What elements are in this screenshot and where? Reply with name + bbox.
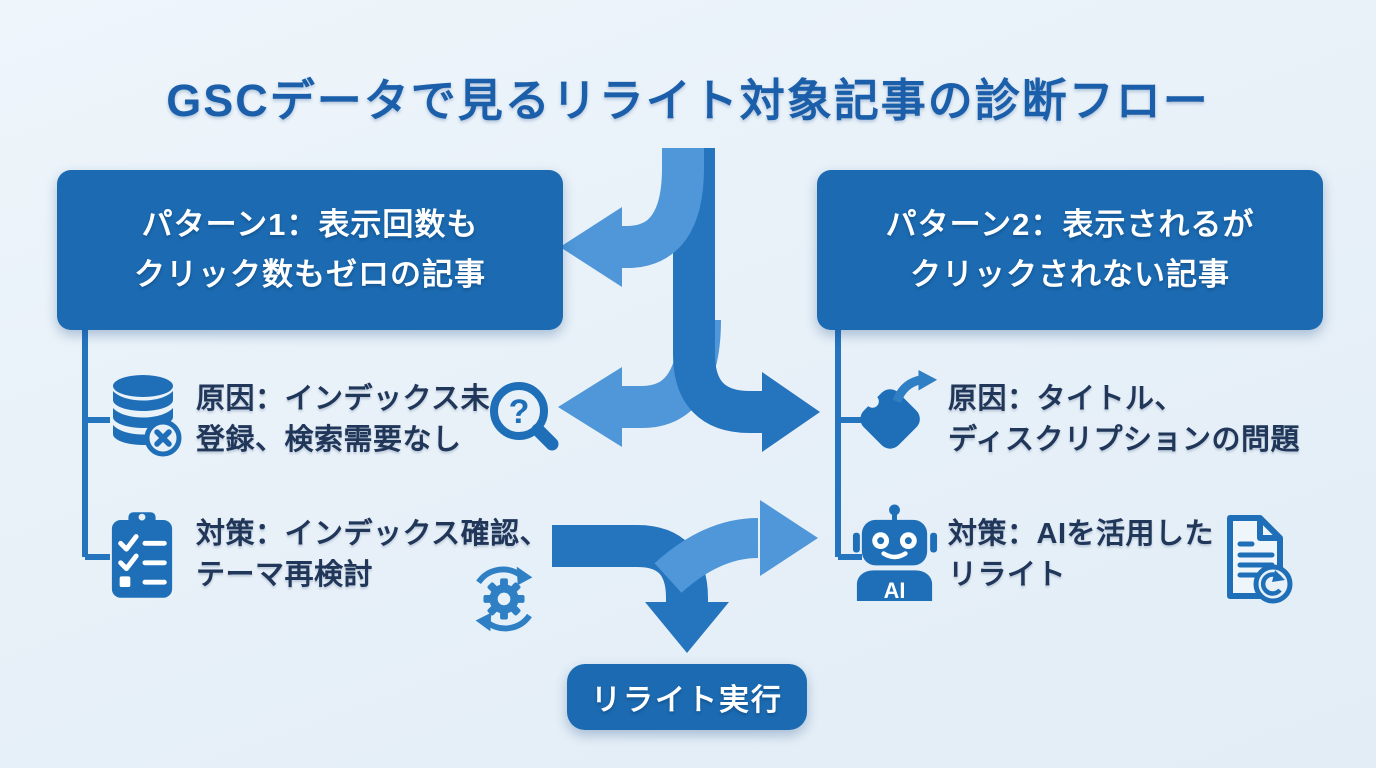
connector-right [835,330,862,560]
page-title: GSCデータで見るリライト対象記事の診断フロー [166,75,1210,126]
clipboard-checklist-icon [111,512,173,598]
ai-robot-icon: AI [852,504,938,603]
pattern2-cause-text: 原因：タイトル、 ディスクリプションの問題 [948,379,1300,461]
database-error-icon [113,375,182,457]
pattern2-cause-line1: 原因：タイトル、 [948,383,1185,415]
pattern1-solution-line1: 対策：インデックス確認、 [196,518,550,550]
question-glyph: ? [509,393,530,431]
pattern1-solution-text: 対策：インデックス確認、 テーマ再検討 [196,514,549,596]
pattern2-title-line2: クリックされない記事 [910,257,1230,292]
pattern1-title-line2: クリック数もゼロの記事 [134,257,486,292]
pattern1-box: パターン1：表示回数も クリック数もゼロの記事 [57,170,563,330]
pattern1-cause-text: 原因：インデックス未 登録、検索需要なし [196,379,490,461]
tag-arrow-icon [860,370,938,449]
search-question-icon: ? [490,382,559,451]
pattern2-solution-line1: 対策：AIを活用した [948,518,1215,550]
pattern2-title-line1: パターン2：表示されるが [885,207,1255,242]
pattern2-cause-line2: ディスクリプションの問題 [948,424,1300,456]
gear-sync-icon [475,566,533,632]
document-refresh-icon [1227,515,1293,604]
pattern1-title-line1: パターン1：表示回数も [141,207,479,242]
pattern1-cause-line2: 登録、検索需要なし [196,424,462,456]
pattern2-solution-text: 対策：AIを活用した リライト [948,514,1214,596]
rewrite-action-label: リライト実行 [591,684,783,717]
robot-ai-label: AI [884,578,906,603]
pattern1-solution-line2: テーマ再検討 [196,559,374,591]
connector-left [82,330,110,560]
rewrite-action-box: リライト実行 [567,664,807,730]
pattern1-cause-line1: 原因：インデックス未 [196,383,491,415]
pattern2-box: パターン2：表示されるが クリックされない記事 [817,170,1323,330]
pattern2-solution-line2: リライト [948,559,1067,591]
